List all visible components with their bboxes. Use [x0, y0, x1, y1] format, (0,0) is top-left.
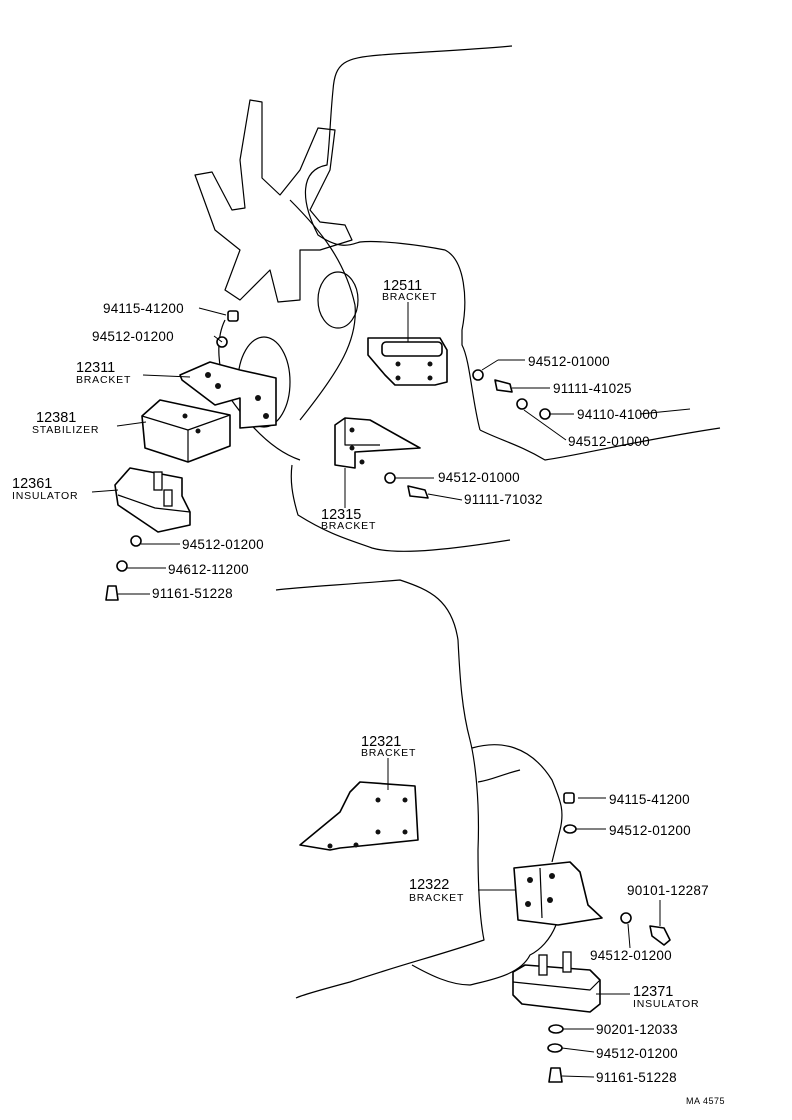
label-94612-11200: 94612-11200: [168, 562, 249, 577]
label-12511-code: 12511: [383, 278, 422, 294]
transmission-housing-outline: [275, 579, 563, 999]
label-94512-01000-a: 94512-01000: [528, 354, 610, 369]
label-94512-01200-lower-c: 94512-01200: [596, 1046, 678, 1061]
label-12311-code: 12311: [76, 360, 115, 376]
label-12311-name: BRACKET: [76, 374, 131, 386]
label-12361-name: INSULATOR: [12, 490, 78, 502]
label-12321-code: 12321: [361, 734, 401, 750]
label-91111-71032: 91111-71032: [464, 492, 543, 507]
label-94110-41000: 94110-41000: [577, 407, 658, 422]
label-94512-01200-upper-b: 94512-01200: [182, 537, 264, 552]
label-12371-code: 12371: [633, 984, 673, 1000]
stabilizer-12381-part: [141, 399, 231, 463]
bracket-12321-part: [299, 781, 419, 851]
bracket-12311-part: [179, 361, 277, 429]
label-90101-12287: 90101-12287: [627, 883, 709, 898]
figure-code: MA 4575: [686, 1096, 725, 1106]
upper-fasteners: [105, 310, 551, 601]
label-94512-01200-lower-b: 94512-01200: [590, 948, 672, 963]
label-91161-51228-upper: 91161-51228: [152, 586, 233, 601]
label-94512-01000-c: 94512-01000: [438, 470, 520, 485]
label-12321-name: BRACKET: [361, 747, 416, 759]
label-94512-01000-b: 94512-01000: [568, 434, 650, 449]
label-91111-41025: 91111-41025: [553, 381, 632, 396]
label-94115-41200-upper: 94115-41200: [103, 301, 184, 316]
label-94512-01200-lower-a: 94512-01200: [609, 823, 691, 838]
label-12511-name: BRACKET: [382, 291, 437, 303]
label-12381-code: 12381: [36, 410, 76, 426]
label-12322-name: BRACKET: [409, 892, 464, 904]
label-90201-12033: 90201-12033: [596, 1022, 678, 1037]
label-12371-name: INSULATOR: [633, 998, 699, 1010]
bracket-12322-part: [513, 861, 603, 926]
bracket-12511-part: [367, 337, 448, 386]
label-12315-code: 12315: [321, 507, 361, 523]
label-12322-code: 12322: [409, 877, 449, 893]
bracket-12315-part: [334, 417, 421, 469]
insulator-12361-part: [114, 467, 191, 533]
label-12381-name: STABILIZER: [32, 424, 99, 436]
label-12361-code: 12361: [12, 476, 52, 492]
upper-leader-lines: [91, 302, 691, 595]
lower-leader-lines: [387, 758, 661, 1078]
label-94115-41200-lower: 94115-41200: [609, 792, 690, 807]
insulator-12371-part: [512, 951, 601, 1013]
label-91161-51228-lower: 91161-51228: [596, 1070, 677, 1085]
label-94512-01200-upper-a: 94512-01200: [92, 329, 174, 344]
label-12315-name: BRACKET: [321, 520, 376, 532]
